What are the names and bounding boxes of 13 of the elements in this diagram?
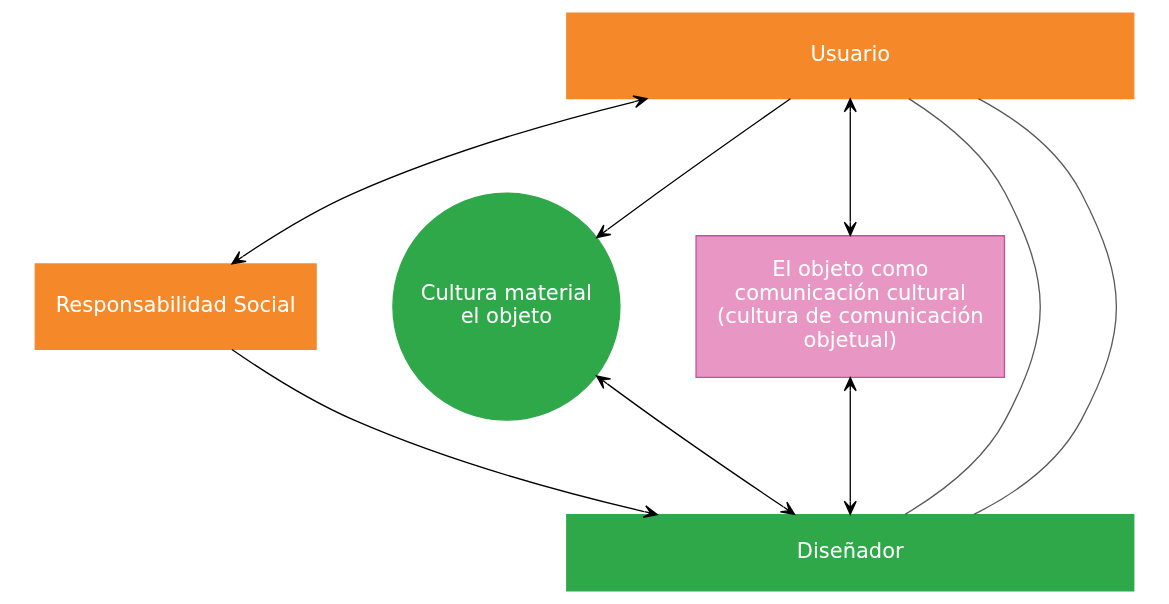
connector bbox=[904, 97, 1041, 515]
arrow bbox=[231, 348, 658, 519]
node-box: Responsabilidad Social bbox=[34, 263, 317, 350]
arrow bbox=[595, 375, 796, 515]
node-box: Usuario bbox=[566, 12, 1135, 100]
connector bbox=[973, 97, 1118, 515]
node-box: El objeto como comunicación cultural (cultura de comunicación objetual) bbox=[695, 235, 1006, 379]
arrow bbox=[843, 98, 857, 237]
arrow bbox=[843, 377, 857, 515]
node-box: Diseñador bbox=[566, 513, 1135, 592]
arrow bbox=[231, 95, 648, 265]
node-circle: Cultura material el objeto bbox=[392, 192, 621, 421]
arrow bbox=[596, 98, 792, 239]
